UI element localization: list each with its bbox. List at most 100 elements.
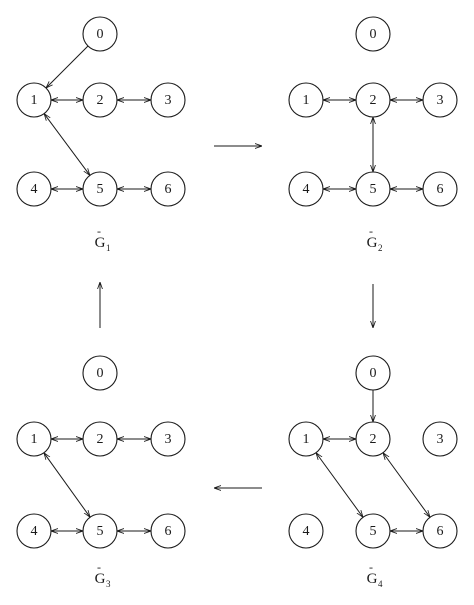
node-label: 4 bbox=[31, 524, 38, 539]
node-g4-4: 4 bbox=[288, 513, 324, 549]
node-label: 3 bbox=[165, 432, 172, 447]
node-label: 2 bbox=[370, 93, 377, 108]
node-circle bbox=[16, 171, 52, 207]
node-circle bbox=[355, 16, 391, 52]
edge-g4-2-6 bbox=[383, 453, 430, 518]
node-g2-1: 1 bbox=[288, 82, 324, 118]
node-circle bbox=[82, 513, 118, 549]
node-circle bbox=[82, 171, 118, 207]
node-g3-6: 6 bbox=[150, 513, 186, 549]
node-g2-2: 2 bbox=[355, 82, 391, 118]
node-label: 5 bbox=[370, 524, 377, 539]
node-g1-3: 3 bbox=[150, 82, 186, 118]
node-label: 5 bbox=[97, 182, 104, 197]
node-g4-2: 2 bbox=[355, 421, 391, 457]
node-circle bbox=[150, 513, 186, 549]
graph-label-subscript: 2 bbox=[378, 243, 383, 253]
graph-label-letter: G bbox=[367, 235, 378, 251]
node-circle bbox=[16, 421, 52, 457]
graph-label-letter: G bbox=[95, 571, 106, 587]
node-g4-6: 6 bbox=[422, 513, 458, 549]
node-label: 2 bbox=[370, 432, 377, 447]
node-g4-3: 3 bbox=[422, 421, 458, 457]
node-g1-0: 0 bbox=[82, 16, 118, 52]
node-circle bbox=[288, 82, 324, 118]
node-g4-0: 0 bbox=[355, 355, 391, 391]
node-g2-4: 4 bbox=[288, 171, 324, 207]
node-g1-2: 2 bbox=[82, 82, 118, 118]
graph-label-subscript: 1 bbox=[106, 243, 111, 253]
node-g4-1: 1 bbox=[288, 421, 324, 457]
graph-label-bar: - bbox=[369, 224, 373, 238]
node-circle bbox=[288, 513, 324, 549]
node-label: 0 bbox=[370, 366, 377, 381]
node-label: 1 bbox=[31, 93, 38, 108]
edge-g1-0-1 bbox=[46, 45, 89, 88]
graph-label-letter: G bbox=[367, 571, 378, 587]
node-label: 5 bbox=[370, 182, 377, 197]
node-g1-4: 4 bbox=[16, 171, 52, 207]
node-g2-0: 0 bbox=[355, 16, 391, 52]
node-label: 2 bbox=[97, 432, 104, 447]
node-g2-3: 3 bbox=[422, 82, 458, 118]
graph-label-bar: - bbox=[97, 560, 101, 574]
node-label: 4 bbox=[31, 182, 38, 197]
node-circle bbox=[288, 171, 324, 207]
edge-g1-1-5 bbox=[44, 114, 90, 176]
node-label: 6 bbox=[165, 182, 172, 197]
node-circle bbox=[82, 82, 118, 118]
node-circle bbox=[355, 355, 391, 391]
graph-label-bar: - bbox=[369, 560, 373, 574]
node-g1-5: 5 bbox=[82, 171, 118, 207]
node-label: 6 bbox=[437, 524, 444, 539]
node-label: 3 bbox=[437, 432, 444, 447]
node-g3-5: 5 bbox=[82, 513, 118, 549]
node-circle bbox=[422, 171, 458, 207]
node-g2-6: 6 bbox=[422, 171, 458, 207]
node-label: 0 bbox=[370, 27, 377, 42]
node-label: 6 bbox=[437, 182, 444, 197]
node-circle bbox=[16, 513, 52, 549]
node-label: 1 bbox=[31, 432, 38, 447]
node-circle bbox=[422, 82, 458, 118]
node-circle bbox=[82, 355, 118, 391]
node-circle bbox=[355, 82, 391, 118]
node-circle bbox=[355, 171, 391, 207]
node-circle bbox=[355, 513, 391, 549]
node-circle bbox=[355, 421, 391, 457]
node-g3-1: 1 bbox=[16, 421, 52, 457]
node-label: 1 bbox=[303, 432, 310, 447]
node-circle bbox=[150, 421, 186, 457]
node-label: 4 bbox=[303, 524, 310, 539]
node-g3-0: 0 bbox=[82, 355, 118, 391]
node-label: 0 bbox=[97, 366, 104, 381]
node-label: 5 bbox=[97, 524, 104, 539]
node-label: 3 bbox=[437, 93, 444, 108]
node-g2-5: 5 bbox=[355, 171, 391, 207]
node-g3-2: 2 bbox=[82, 421, 118, 457]
node-g1-1: 1 bbox=[16, 82, 52, 118]
node-g4-5: 5 bbox=[355, 513, 391, 549]
node-label: 3 bbox=[165, 93, 172, 108]
node-g3-3: 3 bbox=[150, 421, 186, 457]
graph-label-subscript: 3 bbox=[106, 579, 111, 589]
node-circle bbox=[150, 82, 186, 118]
edge-g3-1-5 bbox=[44, 453, 90, 517]
graph-label-bar: - bbox=[97, 224, 101, 238]
node-g1-6: 6 bbox=[150, 171, 186, 207]
node-g3-4: 4 bbox=[16, 513, 52, 549]
node-circle bbox=[16, 82, 52, 118]
node-label: 2 bbox=[97, 93, 104, 108]
node-label: 4 bbox=[303, 182, 310, 197]
node-circle bbox=[82, 16, 118, 52]
node-circle bbox=[422, 421, 458, 457]
node-label: 0 bbox=[97, 27, 104, 42]
